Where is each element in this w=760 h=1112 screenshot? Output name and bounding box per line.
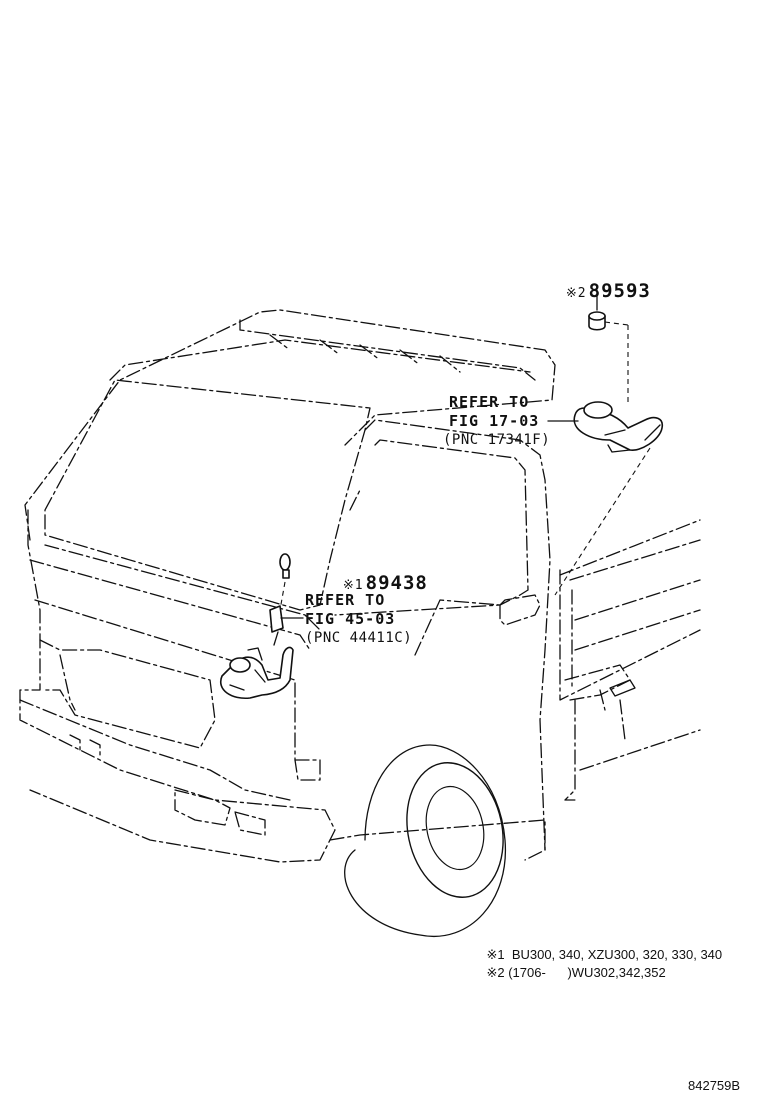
note-mark: ※2 (486, 965, 505, 980)
callout-mark: ※1 (342, 578, 364, 593)
note-text: BU300, 340, XZU300, 320, 330, 340 (511, 947, 723, 962)
reference-line-2: FIG 17-03 (449, 412, 540, 430)
diagram-code: 842759B (688, 1078, 741, 1093)
grommet-89593 (588, 289, 606, 331)
reference-pnc: (PNC 44411C) (305, 630, 413, 646)
callout-mark: ※2 (565, 286, 587, 301)
nozzle-89438 (269, 553, 304, 646)
cab-outline (19, 309, 556, 863)
front-wheel (329, 744, 546, 937)
cargo-bed (559, 519, 701, 801)
note-mark: ※1 (486, 947, 505, 962)
note-text: (1706- )WU302,342,352 (508, 965, 666, 980)
reference-pnc: (PNC 17341F) (443, 432, 551, 448)
part-number: 89593 (588, 280, 651, 302)
reference-line-1: REFER TO (305, 591, 386, 609)
note-1: ※1 BU300, 340, XZU300, 320, 330, 340 (472, 932, 722, 978)
reference-line-2: FIG 45-03 (305, 610, 396, 628)
sensor-assembly (219, 646, 294, 700)
note-2: ※2 (1706- )WU302,342,352 (472, 950, 666, 996)
part-number: 89438 (365, 572, 428, 594)
reference-line-1: REFER TO (449, 393, 530, 411)
hose-assembly (554, 321, 664, 596)
